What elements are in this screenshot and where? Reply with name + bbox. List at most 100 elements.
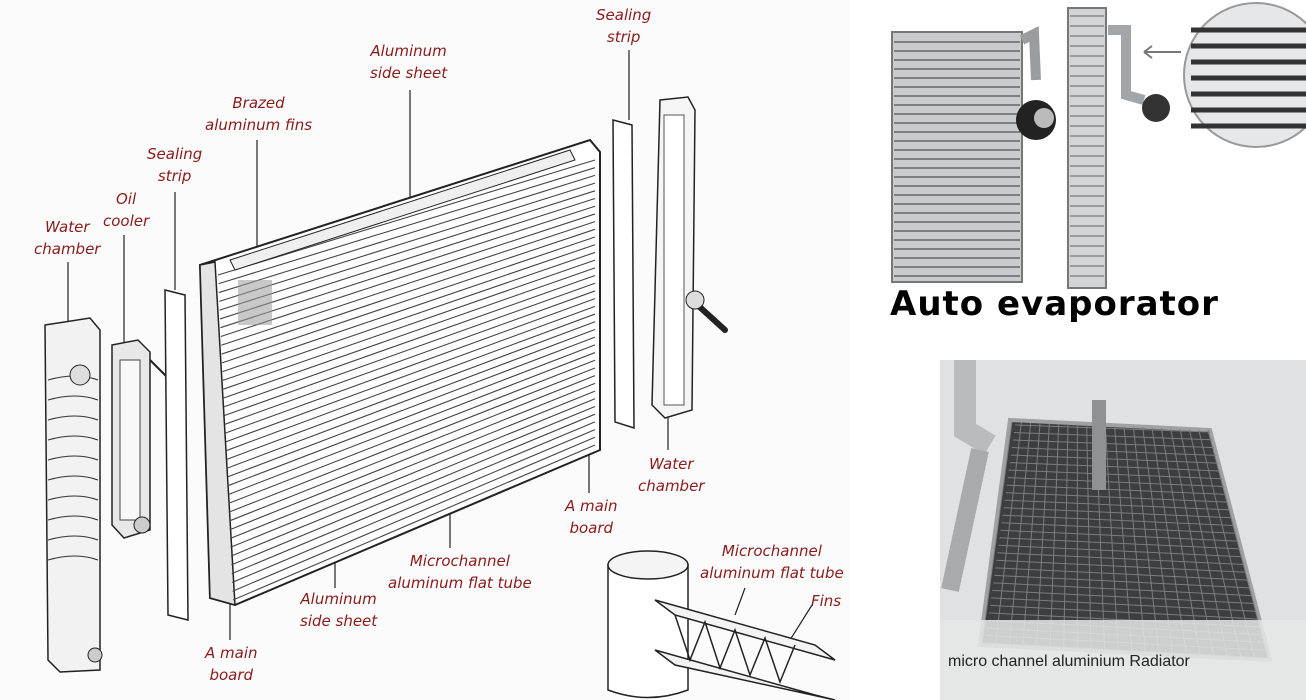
decor-line: [994, 574, 1251, 589]
decor-line: [219, 182, 596, 302]
decor-line: [230, 405, 596, 557]
decor-line: [1179, 428, 1228, 657]
label-line: Sealing: [147, 145, 203, 163]
decor-line: [227, 352, 596, 496]
label-sealing-strip-left: Sealing strip: [147, 143, 202, 187]
decor-line: [1003, 507, 1233, 519]
decor-line: [997, 552, 1245, 565]
decor-line: [231, 429, 596, 583]
decor-line: [229, 382, 596, 531]
decor-line: [224, 282, 596, 417]
label-line: Brazed: [232, 94, 285, 112]
decor-line: [220, 205, 596, 329]
label-aluminum-side-sheet-top: Aluminum side sheet: [370, 40, 447, 84]
decor-line: [1170, 428, 1215, 656]
decor-line: [981, 421, 1013, 645]
label-line: side sheet: [370, 64, 448, 82]
decor-line: [227, 336, 596, 478]
decor-line: [221, 221, 596, 346]
label-line: strip: [606, 28, 641, 46]
decor-line: [1160, 428, 1201, 655]
decor-line: [1007, 477, 1225, 488]
decor-line: [229, 375, 596, 522]
evaporator-illustration: [891, 2, 1306, 289]
label-line: aluminum flat tube: [388, 574, 532, 592]
label-line: Microchannel: [721, 542, 822, 560]
decor-line: [1000, 529, 1239, 542]
evaporator-title: Auto evaporator: [890, 284, 1219, 324]
decor-line: [995, 422, 1022, 645]
label-line: Aluminum: [370, 42, 447, 60]
decor-line: [1001, 522, 1237, 534]
decor-line: [222, 244, 596, 373]
decor-line: [227, 344, 596, 487]
decor-line: [225, 298, 596, 434]
decor-line: [231, 421, 596, 575]
radiator-caption: micro channel aluminium Radiator: [948, 653, 1190, 670]
decor-line: [993, 582, 1253, 597]
microchannel-radiator-photo: micro channel aluminium Radiator: [940, 360, 1306, 700]
decor-line: [223, 259, 596, 390]
label-line: Sealing: [596, 6, 652, 24]
label-line: A main: [565, 497, 618, 515]
label-line: side sheet: [300, 612, 378, 630]
radiator-exploded-diagram: Sealing strip Aluminum side sheet Brazed…: [34, 4, 844, 700]
microchannel-inset-drawing: [607, 550, 836, 700]
decor-line: [1005, 492, 1229, 503]
decor-line: [1004, 499, 1231, 511]
decor-line: [1022, 423, 1041, 647]
decor-line: [232, 444, 596, 601]
decor-line: [1011, 447, 1217, 456]
decor-line: [1114, 426, 1133, 652]
decor-line: [226, 321, 596, 460]
decor-line: [1123, 426, 1146, 653]
label-line: board: [569, 519, 614, 537]
decor-line: [226, 328, 596, 469]
radiator-photo-illustration: [940, 360, 1306, 700]
water-chamber-right-drawing: [651, 96, 728, 419]
decor-line: [228, 359, 596, 504]
label-line: chamber: [638, 477, 705, 495]
decor-line: [991, 597, 1257, 612]
decor-line: [224, 290, 596, 425]
label-microchannel-tube-inset: Microchannel aluminum flat tube: [700, 540, 844, 584]
decor-line: [219, 197, 596, 320]
decor-line: [1013, 432, 1213, 441]
label-line: aluminum fins: [205, 116, 313, 134]
radiator-core-drawing: [198, 138, 601, 607]
decor-line: [1006, 484, 1227, 495]
label-sealing-strip-right: Sealing strip: [596, 4, 651, 48]
diagram-drawing: [44, 50, 836, 700]
label-oil-cooler: Oil cooler: [103, 188, 149, 232]
decor-line: [1151, 427, 1187, 655]
label-line: aluminum flat tube: [700, 564, 844, 582]
decor-line: [1008, 469, 1223, 480]
decor-line: [223, 275, 596, 408]
label-line: Water: [649, 455, 694, 473]
decor-line: [1035, 423, 1050, 647]
decor-line: [229, 390, 596, 540]
label-aluminum-side-sheet-bottom: Aluminum side sheet: [300, 588, 377, 632]
label-line: A main: [205, 644, 258, 662]
decor-line: [1012, 439, 1215, 449]
decor-line: [223, 267, 596, 399]
decor-line: [218, 167, 596, 285]
sealing-strip-right-drawing: [612, 119, 635, 430]
decor-line: [221, 228, 596, 355]
decor-line: [1198, 429, 1255, 658]
decor-line: [1142, 427, 1174, 654]
decor-line: [996, 559, 1247, 573]
decor-line: [1008, 422, 1032, 646]
decor-line: [998, 544, 1243, 558]
label-line: Oil: [116, 190, 137, 208]
label-line: strip: [157, 167, 192, 185]
label-line: Water: [45, 218, 90, 236]
decor-line: [217, 159, 596, 276]
decor-line: [995, 567, 1249, 581]
label-brazed-aluminum-fins: Brazed aluminum fins: [205, 92, 312, 136]
decor-line: [225, 313, 596, 452]
decor-line: [992, 589, 1255, 604]
leader-lines: [67, 50, 813, 641]
label-main-board-bottom: A main board: [205, 642, 258, 686]
decor-line: [1086, 425, 1092, 650]
